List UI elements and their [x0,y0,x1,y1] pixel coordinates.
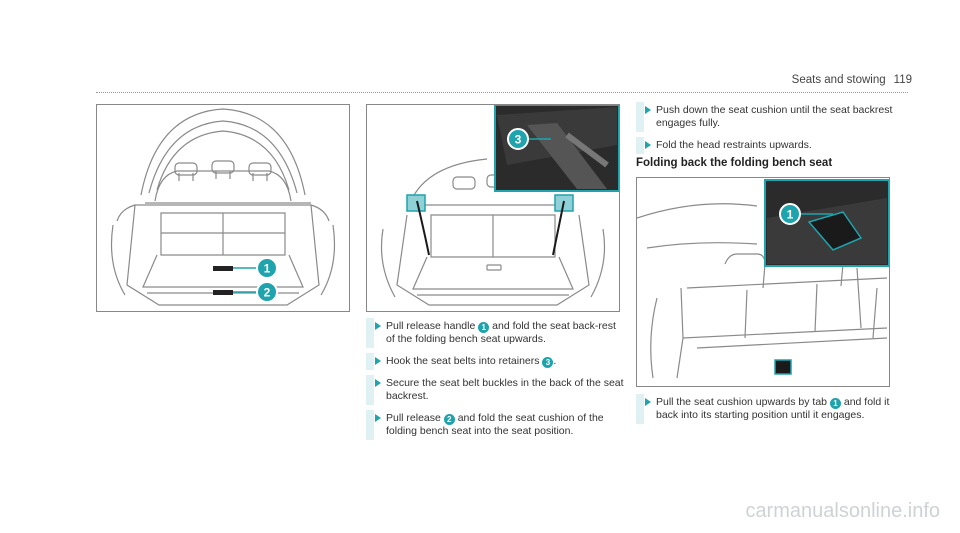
figure-trunk-release-handles: 1 2 [96,104,350,312]
callout-1-inline: 1 [478,322,490,333]
trunk-illustration: 1 2 [110,108,336,306]
step-bar [366,353,374,370]
callout-1-badge: 1 [256,257,278,279]
watermark: carmanualsonline.info [745,500,940,522]
step-text: Pull the seat cushion upwards by tab [656,396,830,408]
belt-retainer-illustration: 3 [380,105,619,306]
section-subheading: Folding back the folding bench seat [636,157,833,169]
step-bar [366,375,374,405]
callout-1-inline: 1 [829,398,841,409]
step-text: and fold it back into its starting posit… [656,396,890,421]
page-number: 119 [893,74,912,86]
step-bar [636,394,644,424]
arrow-right-icon [645,398,651,406]
callout-1-tab-label: 1 [787,208,794,222]
step-bar [636,137,644,154]
step-text: and fold the seat cushion of the folding… [386,412,604,437]
step-text: Hook the seat belts into retainers [386,355,543,367]
step-hook-seat-belts: Hook the seat belts into retainers 3. [366,353,624,370]
figure-seat-belt-retainers: 3 [366,104,620,312]
figure-folding-back-tab: 1 [636,177,890,387]
step-text: Pull release [386,412,444,424]
header-rule [96,92,908,93]
callout-2-badge: 2 [256,281,278,303]
callout-1-label: 1 [264,262,271,276]
arrow-right-icon [645,141,651,149]
step-bar [366,410,374,440]
step-bar [636,102,644,132]
step-text: Push down the seat cushion until the sea… [656,104,893,129]
step-pull-release-2: Pull release 2 and fold the seat cushion… [366,410,624,440]
callout-1-tab-badge: 1 [779,203,801,225]
page-header: Seats and stowing 119 [792,74,912,86]
step-secure-buckles: Secure the seat belt buckles in the back… [366,375,624,405]
step-pull-release-handle: Pull release handle 1 and fold the seat … [366,318,624,348]
arrow-right-icon [645,106,651,114]
step-text: Secure the seat belt buckles in the back… [386,377,624,402]
steps-fold-seat-backrest: Pull release handle 1 and fold the seat … [366,318,624,447]
step-text: Pull release handle [386,320,479,332]
steps-seat-cushion: Push down the seat cushion until the sea… [636,102,894,161]
step-fold-head-restraints: Fold the head restraints upwards. [636,137,894,154]
callout-3-label: 3 [515,133,522,147]
callout-3-badge: 3 [507,128,529,150]
step-text: and fold the seat back-rest of the foldi… [386,320,616,345]
steps-folding-back: Pull the seat cushion upwards by tab 1 a… [636,394,894,431]
step-bar [366,318,374,348]
callout-2-inline: 2 [443,414,455,425]
seat-cushion-illustration: 1 [637,179,889,379]
section-title: Seats and stowing [791,74,886,86]
step-text: . [553,355,557,367]
callout-3-inline: 3 [542,357,554,368]
step-pull-seat-cushion-tab: Pull the seat cushion upwards by tab 1 a… [636,394,894,424]
arrow-right-icon [375,379,381,387]
arrow-right-icon [375,414,381,422]
arrow-right-icon [375,357,381,365]
step-push-down-cushion: Push down the seat cushion until the sea… [636,102,894,132]
step-text: Fold the head restraints upwards. [656,139,812,151]
arrow-right-icon [375,322,381,330]
callout-2-label: 2 [264,286,271,300]
